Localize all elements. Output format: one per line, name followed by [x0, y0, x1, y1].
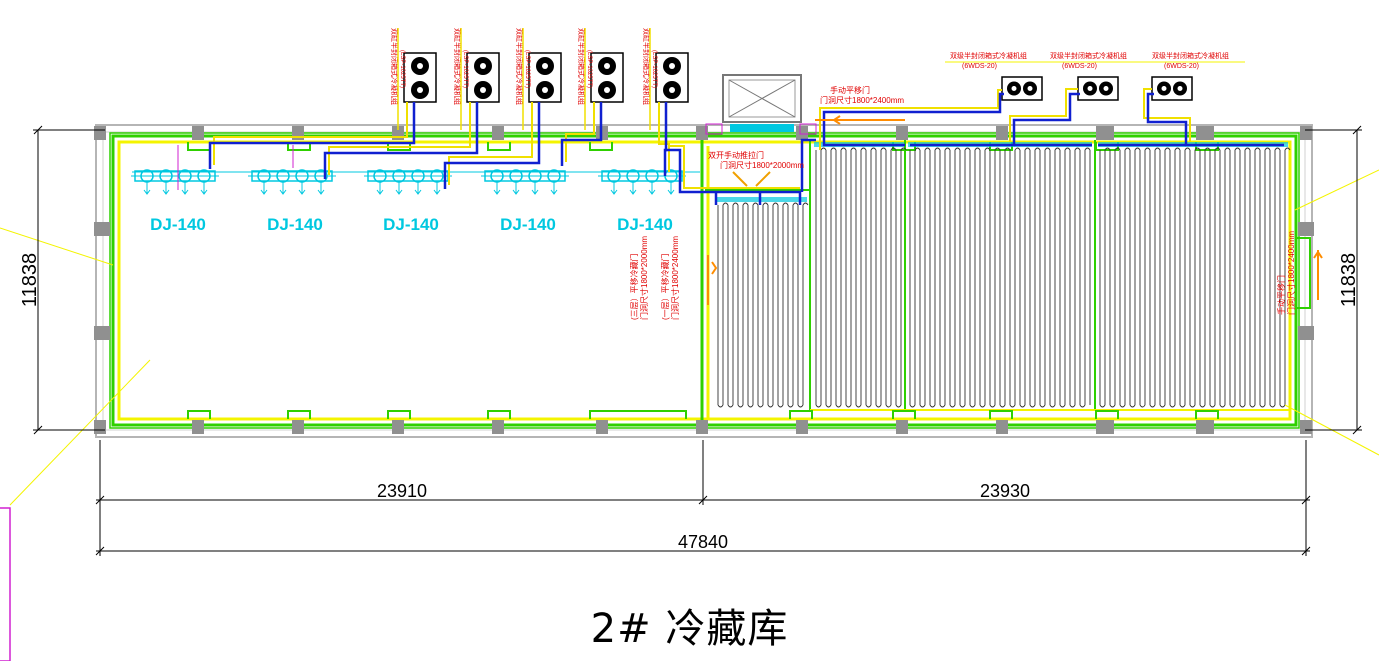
air-cooler-units: DJ-140 DJ-140 DJ-140 DJ-140 DJ-140: [131, 145, 700, 234]
condensing-unit-model: (6WDS-20): [962, 63, 997, 70]
condensing-unit-label: 双缸半封闭箱式冷凝机组: [577, 28, 586, 105]
air-cooler-label: DJ-140: [500, 215, 556, 234]
air-cooler-label: DJ-140: [150, 215, 206, 234]
condensing-units-top: 双缸半封闭箱式冷凝机组(LSP-1025TT)双缸半封闭箱式冷凝机组(LSP-1…: [208, 28, 689, 189]
condensing-unit-top-4: 双缸半封闭箱式冷凝机组(LSP-1025TT): [560, 28, 624, 166]
condensing-unit-model: (LSP-1025TT): [399, 50, 405, 88]
dimension-lines: [33, 125, 1362, 556]
condensing-unit-label: 双级半封闭箱式冷凝机组: [1152, 51, 1229, 60]
dim-height-right: 11838: [1338, 253, 1360, 307]
condensing-unit-top-5: 双缸半封闭箱式冷凝机组(LSP-1025TT): [642, 28, 689, 176]
note-left-vertical-3: (一层）平移冷藏门: [660, 253, 670, 320]
condensing-unit-label: 双缸半封闭箱式冷凝机组: [642, 28, 651, 105]
leader-lines: [0, 61, 1379, 506]
door-markers: [707, 115, 1323, 309]
note-mid-door-2: 门洞尺寸1800*2000mm: [720, 160, 804, 170]
drawing-title: 2# 冷藏库: [590, 606, 789, 652]
legend-frame: [0, 507, 11, 661]
note-mid-door-1: 双开手动推拉门: [708, 150, 764, 160]
note-left-vertical-4: 门洞尺寸1800*2400mm: [670, 236, 680, 320]
air-cooler-4: DJ-140: [481, 169, 569, 234]
air-cooler-1: DJ-140: [131, 169, 219, 234]
air-cooler-label: DJ-140: [617, 215, 673, 234]
air-cooler-5: DJ-140: [598, 169, 686, 234]
door-notes: 手动平移门 门洞尺寸1800*2400mm 双开手动推拉门 门洞尺寸1800*2…: [629, 85, 1296, 320]
dim-width-total: 47840: [678, 532, 728, 552]
ventilation-box: [705, 74, 817, 135]
note-left-vertical-1: (三层）平移冷藏门: [629, 253, 639, 320]
condensing-unit-model: (LSP-1025TT): [586, 50, 592, 88]
condensing-unit-top-1: 双缸半封闭箱式冷凝机组(LSP-1025TT): [208, 28, 437, 169]
air-cooler-label: DJ-140: [383, 215, 439, 234]
air-cooler-2: DJ-140: [248, 169, 336, 234]
condensing-unit-label: 双缸半封闭箱式冷凝机组: [515, 28, 524, 105]
refrigerant-pipes-right: [665, 88, 1284, 205]
condensing-unit-label: 双级半封闭箱式冷凝机组: [950, 51, 1027, 60]
air-cooler-3: DJ-140: [364, 169, 452, 234]
condensing-unit-right-3: 双级半封闭箱式冷凝机组 (6WDS-20): [1151, 51, 1229, 101]
note-right-vertical-2: 门洞尺寸1800*2400mm: [1286, 231, 1296, 315]
condensing-unit-top-2: 双缸半封闭箱式冷凝机组(LSP-1025TT): [323, 28, 500, 179]
condensing-unit-right-1: 双级半封闭箱式冷凝机组 (6WDS-20): [950, 51, 1043, 101]
condensing-unit-model: (LSP-1025TT): [524, 50, 530, 88]
dim-width-right: 23930: [980, 481, 1030, 501]
condensing-unit-top-3: 双缸半封闭箱式冷凝机组(LSP-1025TT): [443, 28, 562, 189]
condensing-unit-label: 双级半封闭箱式冷凝机组: [1050, 51, 1127, 60]
condensing-unit-model: (6WDS-20): [1062, 63, 1097, 70]
condensing-unit-label: 双缸半封闭箱式冷凝机组: [453, 28, 462, 105]
note-top-door-2: 门洞尺寸1800*2400mm: [820, 95, 904, 105]
dim-height-left: 11838: [19, 253, 41, 307]
note-right-vertical-1: 手动平移门: [1276, 275, 1286, 315]
dim-width-left: 23910: [377, 481, 427, 501]
air-cooler-label: DJ-140: [267, 215, 323, 234]
note-left-vertical-2: 门洞尺寸1800*2000mm: [639, 236, 649, 320]
condensing-unit-model: (LSP-1025TT): [651, 50, 657, 88]
note-top-door-1: 手动平移门: [830, 85, 870, 95]
condensing-unit-right-2: 双级半封闭箱式冷凝机组 (6WDS-20): [1050, 51, 1127, 101]
condensing-unit-model: (LSP-1025TT): [462, 50, 468, 88]
condensing-unit-model: (6WDS-20): [1164, 63, 1199, 70]
condensing-units-right: 双级半封闭箱式冷凝机组 (6WDS-20) 双级半封闭箱式冷凝机组 (6WDS-20)…: [665, 51, 1284, 205]
condensing-unit-label: 双缸半封闭箱式冷凝机组: [390, 28, 399, 105]
